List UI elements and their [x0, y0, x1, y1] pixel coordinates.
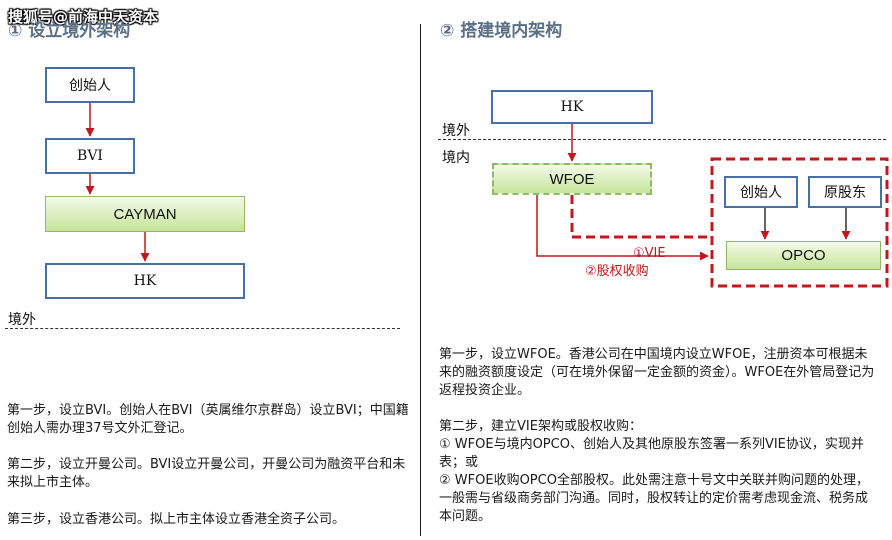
left-border-divider: [5, 328, 400, 329]
right-step-2-item-2: ② WFOE收购OPCO全部股权。此处需注意十号文中关联并购问题的处理，一般需与…: [439, 473, 869, 524]
left-founder-box: 创始人: [45, 67, 135, 103]
left-bvi-box: BVI: [45, 138, 135, 174]
right-original-shareholders-label: 原股东: [824, 185, 866, 201]
right-founder-box: 创始人: [724, 176, 798, 208]
vie-link-label: ①VIE: [633, 246, 666, 261]
left-section-title: ① 设立境外架构: [8, 21, 131, 41]
right-hk-label: HK: [560, 99, 584, 115]
right-onshore-label: 境内: [442, 150, 470, 166]
watermark: 搜狐号@前海中天资本: [8, 8, 159, 26]
right-original-shareholders-box: 原股东: [808, 176, 882, 208]
vie-link: [570, 195, 710, 239]
right-section-title: ② 搭建境内架构: [440, 21, 563, 41]
left-hk-box: HK: [45, 263, 245, 299]
left-founder-label: 创始人: [69, 78, 111, 94]
right-wfoe-label: WFOE: [549, 170, 595, 188]
equity-acquisition-link: [536, 195, 709, 261]
panel-separator: [420, 24, 421, 536]
right-offshore-label: 境外: [442, 123, 470, 139]
left-hk-label: HK: [133, 273, 157, 289]
right-step-2-heading: 第二步，建立VIE架构或股权收购：: [439, 419, 642, 434]
right-step-1: 第一步，设立WFOE。香港公司在中国境内设立WFOE，注册资本可根据未来的融资额…: [439, 347, 875, 398]
left-step-3: 第三步，设立香港公司。拟上市主体设立香港全资子公司。: [7, 512, 346, 527]
left-bvi-label: BVI: [77, 148, 103, 164]
left-offshore-label: 境外: [8, 312, 36, 328]
right-border-divider: [438, 139, 886, 140]
right-opco-label: OPCO: [781, 247, 826, 264]
right-opco-box: OPCO: [726, 241, 881, 270]
right-founder-label: 创始人: [740, 185, 782, 201]
right-step-2-item-1: ① WFOE与境内OPCO、创始人及其他原股东签署一系列VIE协议，实现并表；或: [439, 437, 864, 470]
left-step-1: 第一步，设立BVI。创始人在BVI（英属维尔京群岛）设立BVI；中国籍创始人需办…: [7, 403, 409, 436]
equity-acquisition-link-label: ②股权收购: [585, 264, 649, 279]
left-step-2: 第二步，设立开曼公司。BVI设立开曼公司，开曼公司为融资平台和未来拟上市主体。: [7, 457, 406, 490]
right-hk-box: HK: [491, 90, 653, 124]
left-cayman-box: CAYMAN: [45, 196, 245, 232]
right-wfoe-box: WFOE: [492, 163, 652, 195]
left-cayman-label: CAYMAN: [113, 205, 177, 223]
onshore-company-boundary: [710, 157, 889, 288]
